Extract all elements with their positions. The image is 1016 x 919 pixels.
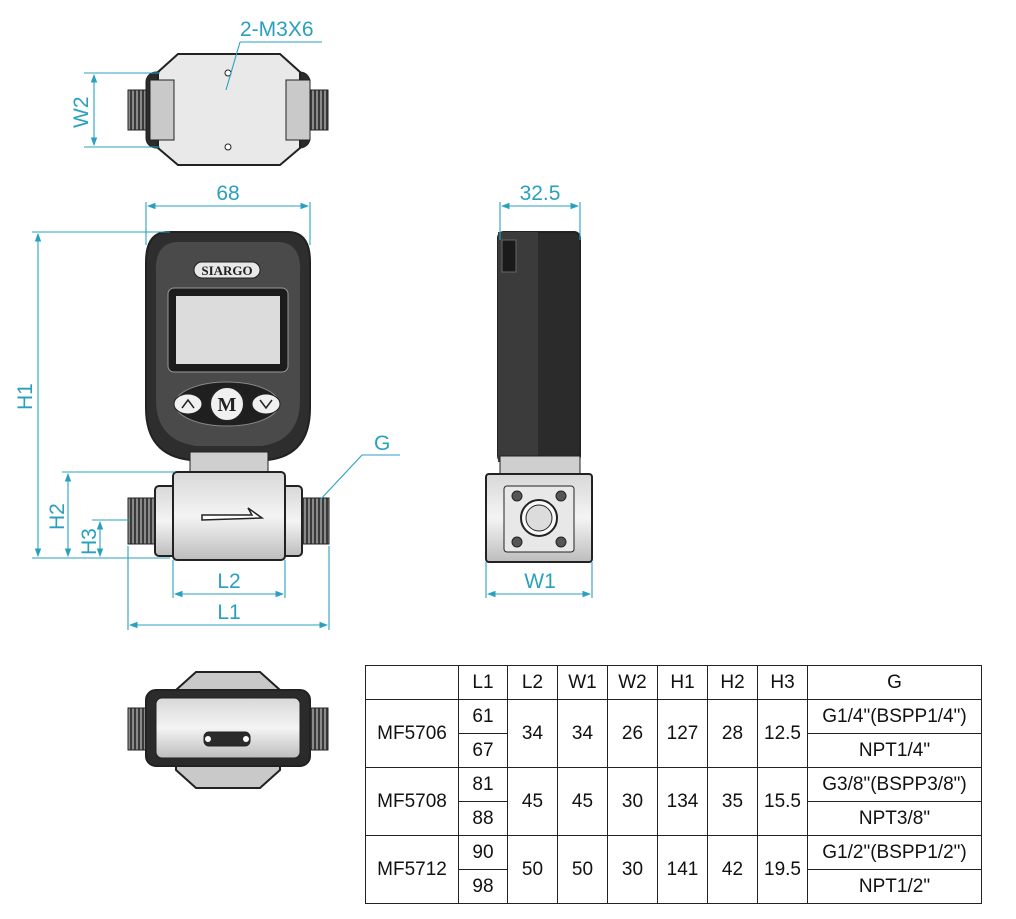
spec-table: L1 L2 W1 W2 H1 H2 H3 G MF5706 61 34 34 2…	[365, 665, 982, 904]
thread-hole-callout: 2-M3X6	[240, 18, 314, 41]
header-cell: H1	[657, 665, 708, 700]
header-cell: W1	[557, 665, 608, 700]
g-cell: G1/4"(BSPP1/4")	[807, 699, 982, 734]
g-cell: NPT1/2"	[807, 869, 982, 904]
header-cell: L2	[507, 665, 558, 700]
w1-cell: 45	[557, 767, 608, 836]
header-cell: G	[807, 665, 982, 700]
g-label: G	[374, 432, 390, 455]
h3-cell: 12.5	[757, 699, 808, 768]
h2-label: H2	[46, 503, 69, 530]
header-cell	[365, 665, 459, 700]
w2-cell: 30	[607, 767, 658, 836]
g-cell: NPT1/4"	[807, 733, 982, 768]
l1-cell: 88	[458, 801, 508, 836]
header-cell: L1	[458, 665, 508, 700]
bottom-view	[127, 671, 329, 789]
side-view	[485, 231, 593, 563]
l2-label: L2	[217, 570, 240, 593]
top-view	[127, 53, 329, 166]
h1-label: H1	[14, 383, 37, 410]
h2-cell: 42	[707, 835, 758, 904]
l1-cell: 98	[458, 869, 508, 904]
table-row: MF5708 81 45 45 30 134 35 15.5 G3/8"(BSP…	[365, 767, 982, 836]
table-row: MF5712 90 50 50 30 141 42 19.5 G1/2"(BSP…	[365, 835, 982, 904]
w1-label: W1	[524, 570, 556, 593]
model-cell: MF5706	[365, 699, 459, 768]
g-cell: NPT3/8"	[807, 801, 982, 836]
l1-cell: 90	[458, 835, 508, 870]
header-cell: W2	[607, 665, 658, 700]
l1-label: L1	[217, 601, 240, 624]
table-header-row: L1 L2 W1 W2 H1 H2 H3 G	[365, 665, 982, 700]
g-cell: G1/2"(BSPP1/2")	[807, 835, 982, 870]
l2-cell: 34	[507, 699, 558, 768]
l1-cell: 67	[458, 733, 508, 768]
h2-cell: 28	[707, 699, 758, 768]
depth-32-5-label: 32.5	[520, 182, 561, 205]
l2-cell: 45	[507, 767, 558, 836]
brand-logo: SIARGO	[201, 263, 252, 278]
w1-cell: 34	[557, 699, 608, 768]
g-cell: G3/8"(BSPP3/8")	[807, 767, 982, 802]
h2-cell: 35	[707, 767, 758, 836]
header-cell: H2	[707, 665, 758, 700]
table-row: 88 NPT3/8"	[366, 801, 982, 836]
front-view: SIARGO M	[127, 231, 330, 561]
model-cell: MF5708	[365, 767, 459, 836]
l2-cell: 50	[507, 835, 558, 904]
w2-cell: 26	[607, 699, 658, 768]
h1-cell: 127	[657, 699, 708, 768]
w1-cell: 50	[557, 835, 608, 904]
table-row: 98 NPT1/2"	[366, 869, 982, 904]
w2-label: W2	[70, 97, 93, 129]
w2-cell: 30	[607, 835, 658, 904]
h1-cell: 134	[657, 767, 708, 836]
h1-cell: 141	[657, 835, 708, 904]
header-cell: H3	[757, 665, 808, 700]
h3-label: H3	[78, 528, 101, 555]
table-row: MF5706 61 34 34 26 127 28 12.5 G1/4"(BSP…	[365, 699, 982, 768]
model-cell: MF5712	[365, 835, 459, 904]
h3-cell: 19.5	[757, 835, 808, 904]
button-m-label: M	[218, 394, 237, 416]
l1-cell: 61	[458, 699, 508, 734]
h3-cell: 15.5	[757, 767, 808, 836]
width-68-label: 68	[216, 182, 239, 205]
l1-cell: 81	[458, 767, 508, 802]
